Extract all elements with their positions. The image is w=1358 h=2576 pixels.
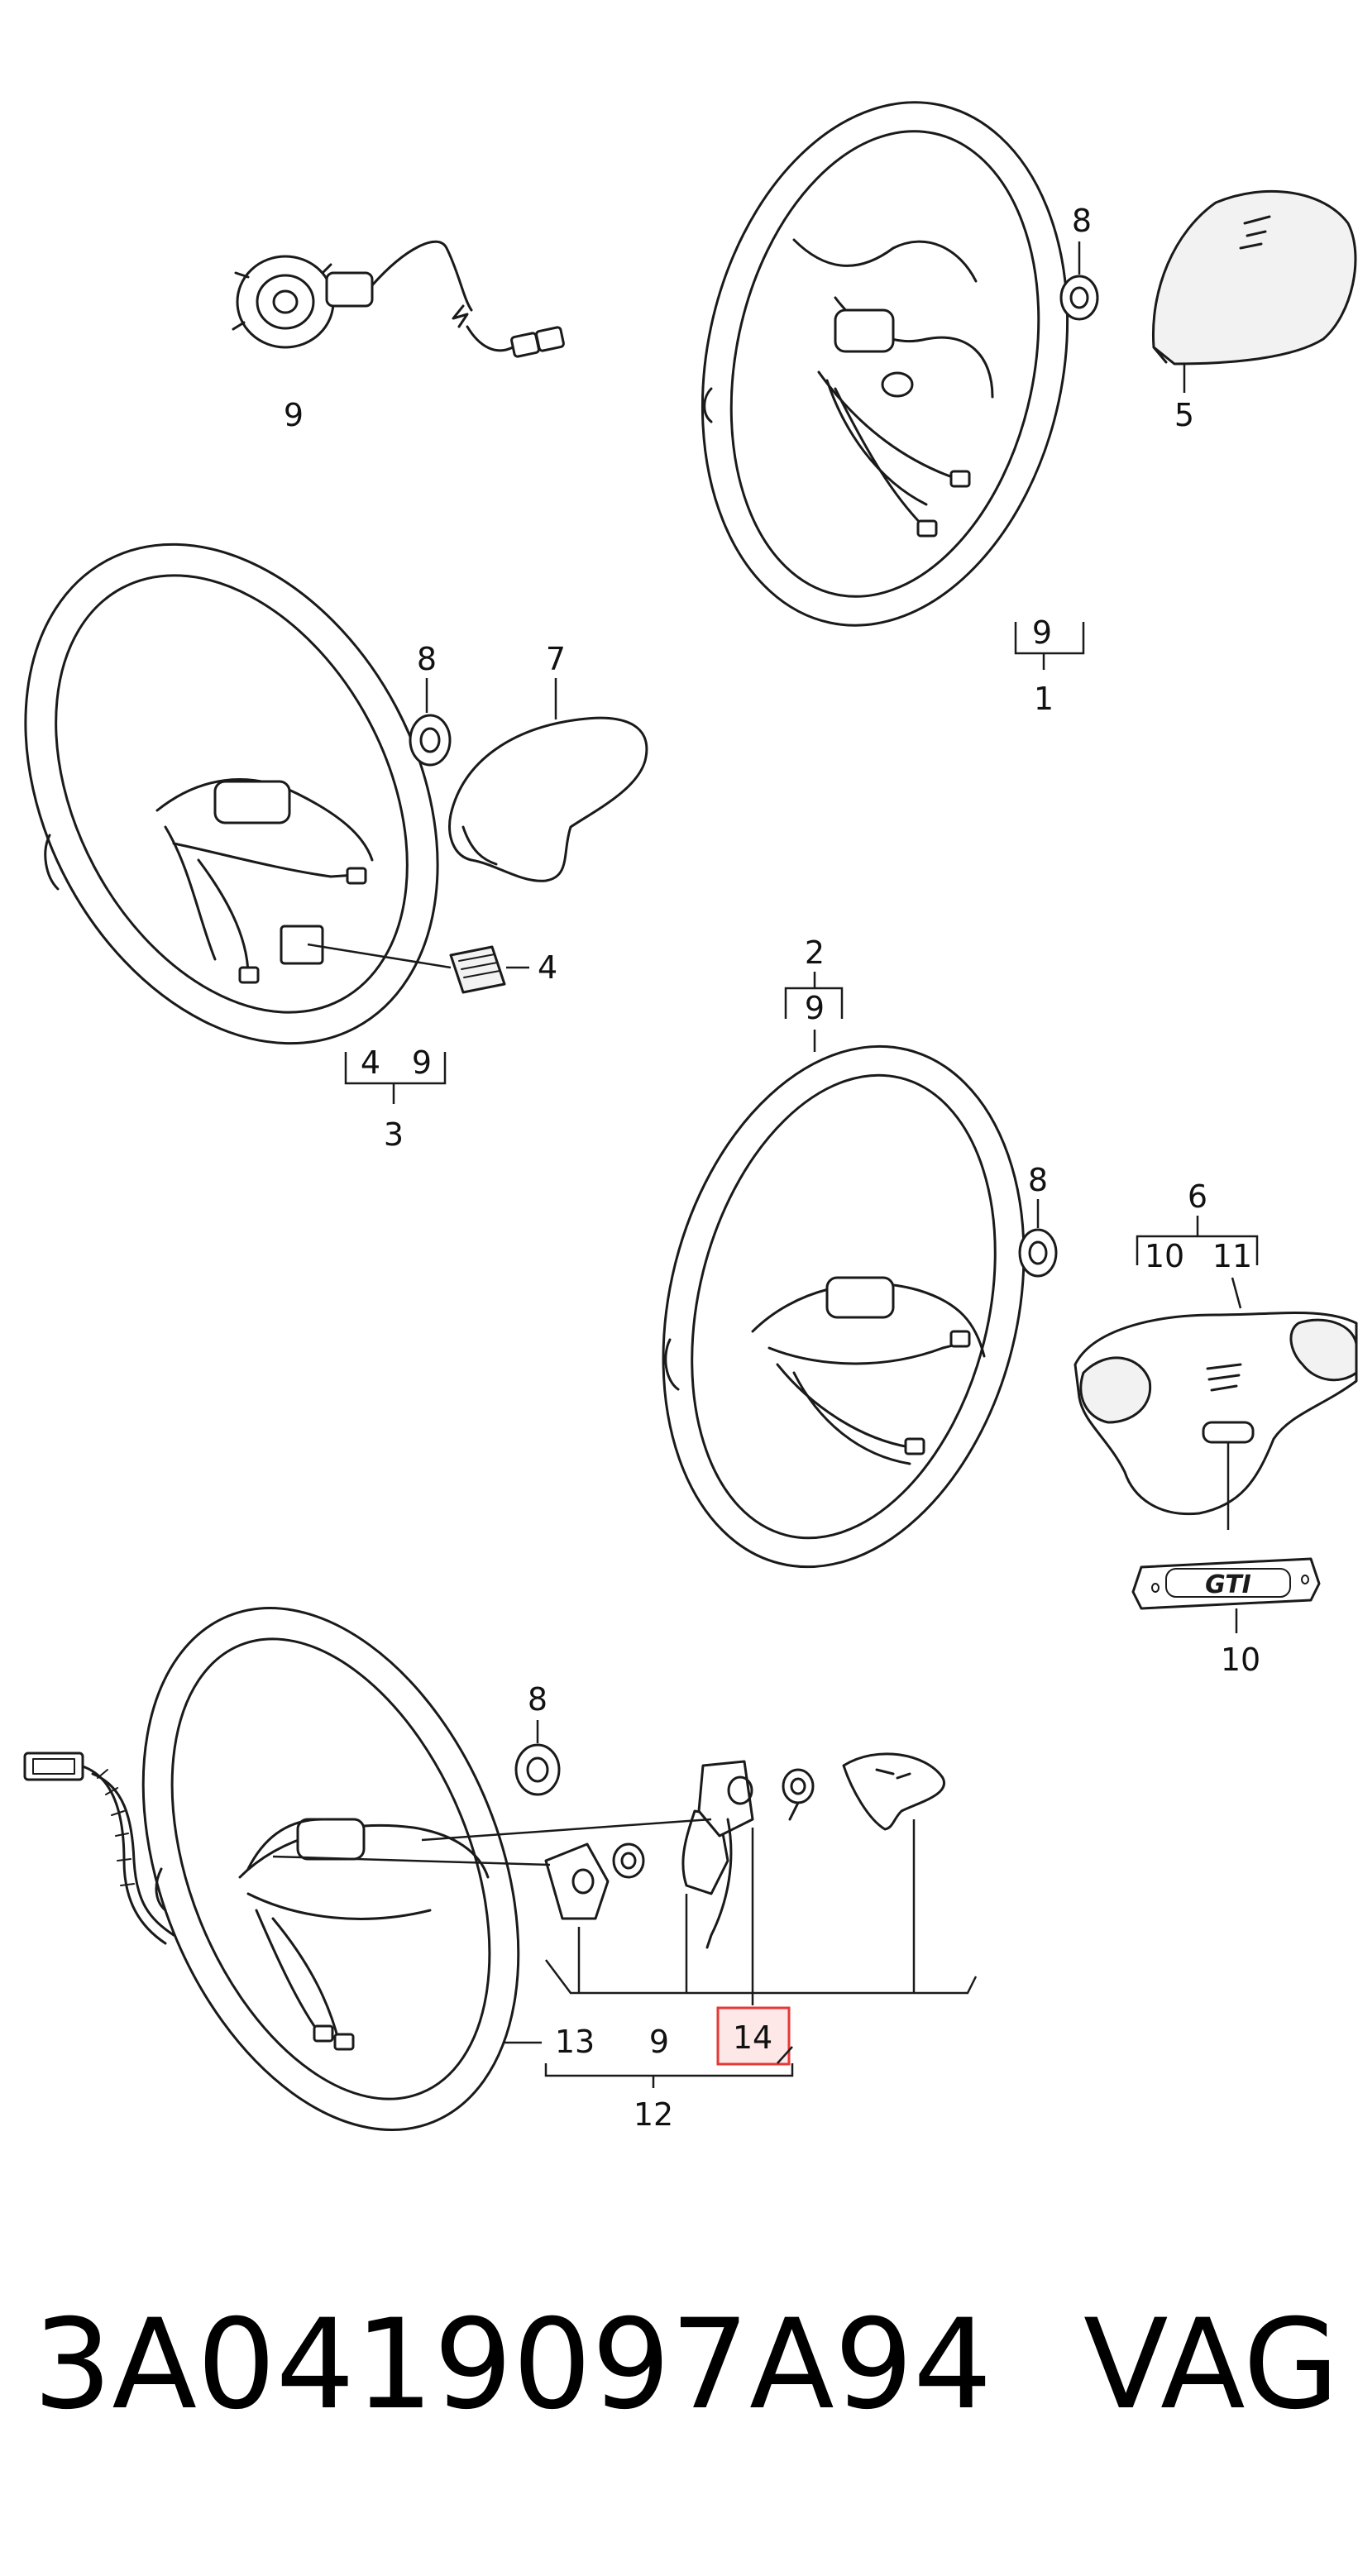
brand-name: VAG [1083,2293,1340,2437]
nut-part-top [1059,275,1099,321]
label-bracket-top-9: 9 [1032,614,1052,651]
label-nut-top: 8 [1072,203,1092,239]
airbag-cover-5 [1151,189,1357,366]
bracket-top [1014,622,1085,655]
nut-part-mid-right [1018,1228,1058,1278]
steering-wheel-mid-right [662,1044,1026,1569]
steering-wheel-top [701,101,1069,627]
clock-spring-part [232,240,565,358]
label-bracket-right-10: 10 [1145,1238,1184,1274]
steering-wheel-mid-left [24,542,439,1045]
label-nut-mid-right: 8 [1028,1162,1048,1198]
multifunction-switch-parts [544,1752,946,1949]
label-part-13: 13 [555,2024,595,2060]
label-bracket-bottom-9: 9 [649,2024,669,2060]
highlight-part-14 [716,2006,791,2066]
airbag-cover-7 [448,716,648,882]
horn-insert-part-4 [449,945,506,994]
label-assembly-3: 3 [384,1116,404,1153]
label-clock-spring: 9 [284,397,304,433]
label-bracket-left-4: 4 [361,1044,380,1081]
bracket-12 [544,2063,794,2077]
label-cover-7: 7 [546,641,566,677]
bracket-mid [784,987,844,1019]
gti-badge-part: GTI [1131,1557,1321,1610]
label-bracket-mid-9: 9 [805,990,825,1026]
bracket-right [1136,1235,1259,1265]
nut-part-bottom [514,1743,561,1796]
label-assembly-6: 6 [1188,1178,1207,1215]
label-part-4: 4 [538,949,557,986]
label-bracket-right-11: 11 [1212,1238,1252,1274]
label-assembly-12: 12 [634,2096,673,2133]
bracket-14-base [545,1959,978,1995]
caption: 3A0419097A94 VAG [33,2293,1339,2437]
label-assembly-1: 1 [1034,681,1054,717]
label-badge-10: 10 [1221,1642,1260,1678]
label-bracket-left-9: 9 [412,1044,432,1081]
airbag-cover-6 [1073,1312,1358,1516]
label-nut-mid-left: 8 [417,641,437,677]
label-cover-5: 5 [1174,397,1194,433]
label-nut-bottom: 8 [528,1681,548,1718]
wiring-connector [23,1752,175,1945]
label-part-14: 14 [733,2019,772,2056]
steering-wheel-bottom [141,1607,520,2131]
gti-badge-text: GTI [1205,1570,1251,1599]
nut-part-mid-left [409,714,452,767]
part-number: 3A0419097A94 [33,2293,992,2437]
bracket-left [344,1052,447,1085]
label-assembly-2: 2 [805,934,825,971]
